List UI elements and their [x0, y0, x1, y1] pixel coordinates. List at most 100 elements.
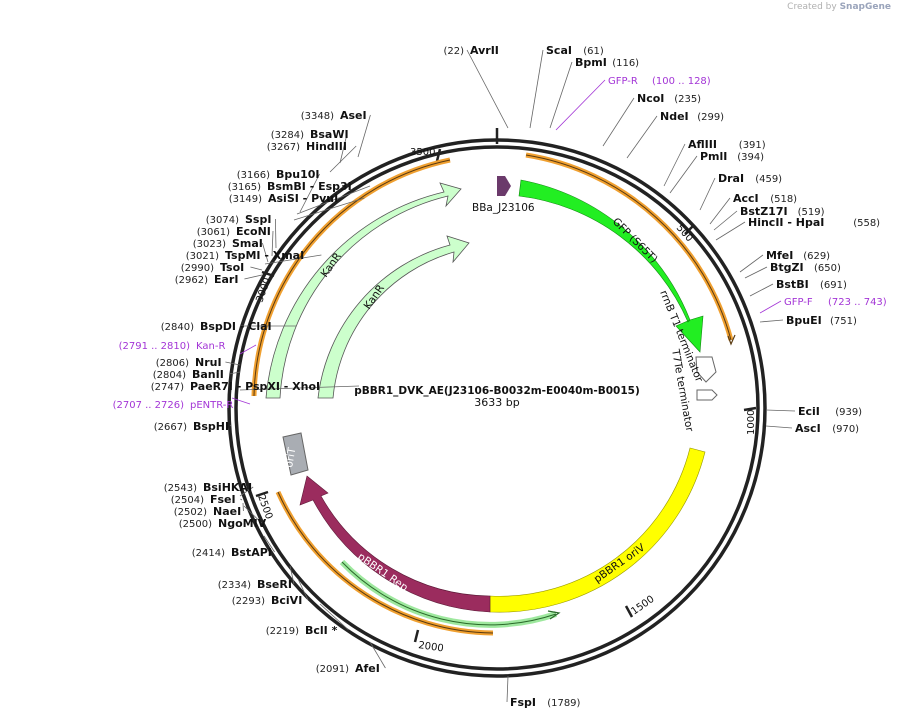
site-pos-ndei: (299) [697, 112, 724, 123]
feature-bba-j23106 [497, 176, 511, 196]
plasmid-name: pBBR1_DVK_AE(J23106-B0032m-E0040m-B0015) [354, 385, 640, 397]
site-pos-scai: (61) [583, 46, 604, 57]
site-pos-asci: (970) [832, 424, 859, 435]
site-pos-smai: (3023) [193, 239, 226, 250]
site-pos-banii: (2804) [153, 370, 186, 381]
leader-afei [369, 641, 386, 669]
site-pos-btgzi: (650) [814, 263, 841, 274]
site-sspi: SspI [245, 213, 271, 226]
site-pos-fsei: (2504) [171, 495, 204, 506]
site-bsihkai: BsiHKAI [203, 481, 252, 494]
leader-sspi [275, 218, 277, 249]
site-pos-bsmbi: (3165) [228, 182, 261, 193]
tick-marks [255, 128, 757, 643]
leader-fspi [506, 675, 509, 703]
leader-hindiii [329, 145, 357, 173]
leader-afliii [663, 143, 686, 187]
leader-econi [271, 230, 274, 257]
site-asisi: AsiSI - PvuI [268, 192, 338, 205]
site-bpu10i: Bpu10I [276, 168, 320, 181]
leader-tsoi [250, 266, 263, 271]
site-mfei: MfeI [766, 249, 793, 262]
leader-bpuei [759, 319, 784, 323]
primer-gfp-r: GFP-R [608, 76, 638, 87]
site-avrii: AvrII [470, 44, 499, 57]
label-pbbr1-rep: pBBR1 Rep [355, 551, 410, 594]
primer-pos-pentr-r: (2707 .. 2726) [113, 400, 185, 411]
leader-tspmi [264, 254, 322, 265]
site-bspdi: BspDI - ClaI [200, 320, 272, 333]
leader-gfp-r [555, 79, 606, 131]
leader-bsihkai [239, 486, 254, 497]
site-pos-hincii: (558) [853, 218, 880, 229]
leader-fsei [240, 498, 243, 501]
site-paer7i: PaeR7I - PspXI - XhoI [190, 380, 320, 393]
tick-label-2000: 2000 [418, 640, 445, 654]
site-pos-gfp-f: (723 .. 743) [828, 297, 887, 308]
site-pos-bstz17i: (519) [798, 207, 825, 218]
leader-ncoi [602, 97, 635, 147]
leader-mfei [739, 254, 764, 273]
site-bsawi: BsaWI [310, 128, 349, 141]
orf-arc-gfp-core [525, 154, 732, 341]
site-pos-bpu10i: (3166) [237, 170, 270, 181]
site-bpmi: BpmI [575, 56, 607, 69]
leader-bcivi [297, 578, 309, 601]
feature-gfp [518, 179, 704, 353]
tick-label-1500: 1500 [629, 594, 656, 618]
site-naei: NaeI [213, 505, 241, 518]
site-nrui: NruI [195, 356, 222, 369]
site-smai: SmaI [232, 237, 263, 250]
leader-asci [765, 425, 793, 429]
site-asci: AscI [795, 422, 821, 435]
site-bseri: BseRI [257, 578, 292, 591]
site-pos-bcivi: (2293) [232, 596, 265, 607]
label-leader-lines [225, 49, 796, 703]
site-afei: AfeI [355, 662, 380, 675]
site-eari: EarI [214, 273, 238, 286]
tick-label-3000: 3000 [254, 276, 273, 304]
site-pos-bpuei: (751) [830, 316, 857, 327]
leader-pentr-r [231, 397, 251, 405]
leader-bpmi [549, 61, 573, 129]
leader-bpu10i [299, 173, 320, 213]
site-pos-ngomiv: (2500) [179, 519, 212, 530]
feature-pbbr1-rep [299, 475, 491, 613]
leader-btgzi [744, 266, 768, 279]
site-pos-bspdi: (2840) [161, 322, 194, 333]
site-pmli: PmlI [700, 150, 727, 163]
site-pos-sspi: (3074) [206, 215, 239, 226]
site-ngomiv: NgoMIV [218, 517, 267, 530]
label-bba-j23106: BBa_J23106 [472, 202, 535, 214]
site-bstapi: BstAPI [231, 546, 272, 559]
leader-gfp-f [759, 300, 782, 314]
label-orit: oriT [283, 446, 298, 468]
primer-pentr-r: pENTR-R [190, 400, 233, 411]
site-bsphi: BspHI [193, 420, 229, 433]
site-pos-bpmi: (116) [612, 58, 639, 69]
credit-text: Created by [787, 2, 837, 12]
feature-rrnb-t1 [695, 356, 717, 383]
site-pos-bsihkai: (2543) [164, 483, 197, 494]
site-bstbi: BstBI [776, 278, 809, 291]
site-bcivi: BciVI [271, 594, 302, 607]
site-labels: (3348)AseI(3284)BsaWI(3267)HindIII(3166)… [113, 44, 887, 709]
leader-bseri [289, 565, 295, 585]
feature-t7te [696, 389, 718, 401]
site-hincii: HincII - HpaI [748, 216, 824, 229]
leader-bstz17i [713, 210, 738, 231]
site-pos-avrii: (22) [443, 46, 464, 57]
site-scai: ScaI [546, 44, 572, 57]
site-pos-drai: (459) [755, 174, 782, 185]
site-pos-bsawi: (3284) [271, 130, 304, 141]
site-pos-afliii: (391) [739, 140, 766, 151]
primer-kan-r: Kan-R [196, 341, 225, 352]
leader-bstbi [749, 283, 774, 297]
leader-bsawi [339, 133, 348, 164]
site-econi: EcoNI [236, 225, 271, 238]
site-pos-mfei: (629) [803, 251, 830, 262]
leader-ndei [626, 115, 658, 159]
site-bsmbi: BsmBI - Esp3I [267, 180, 352, 193]
orf-arc-bottom [275, 490, 494, 636]
site-pos-tspmi: (3021) [186, 251, 219, 262]
